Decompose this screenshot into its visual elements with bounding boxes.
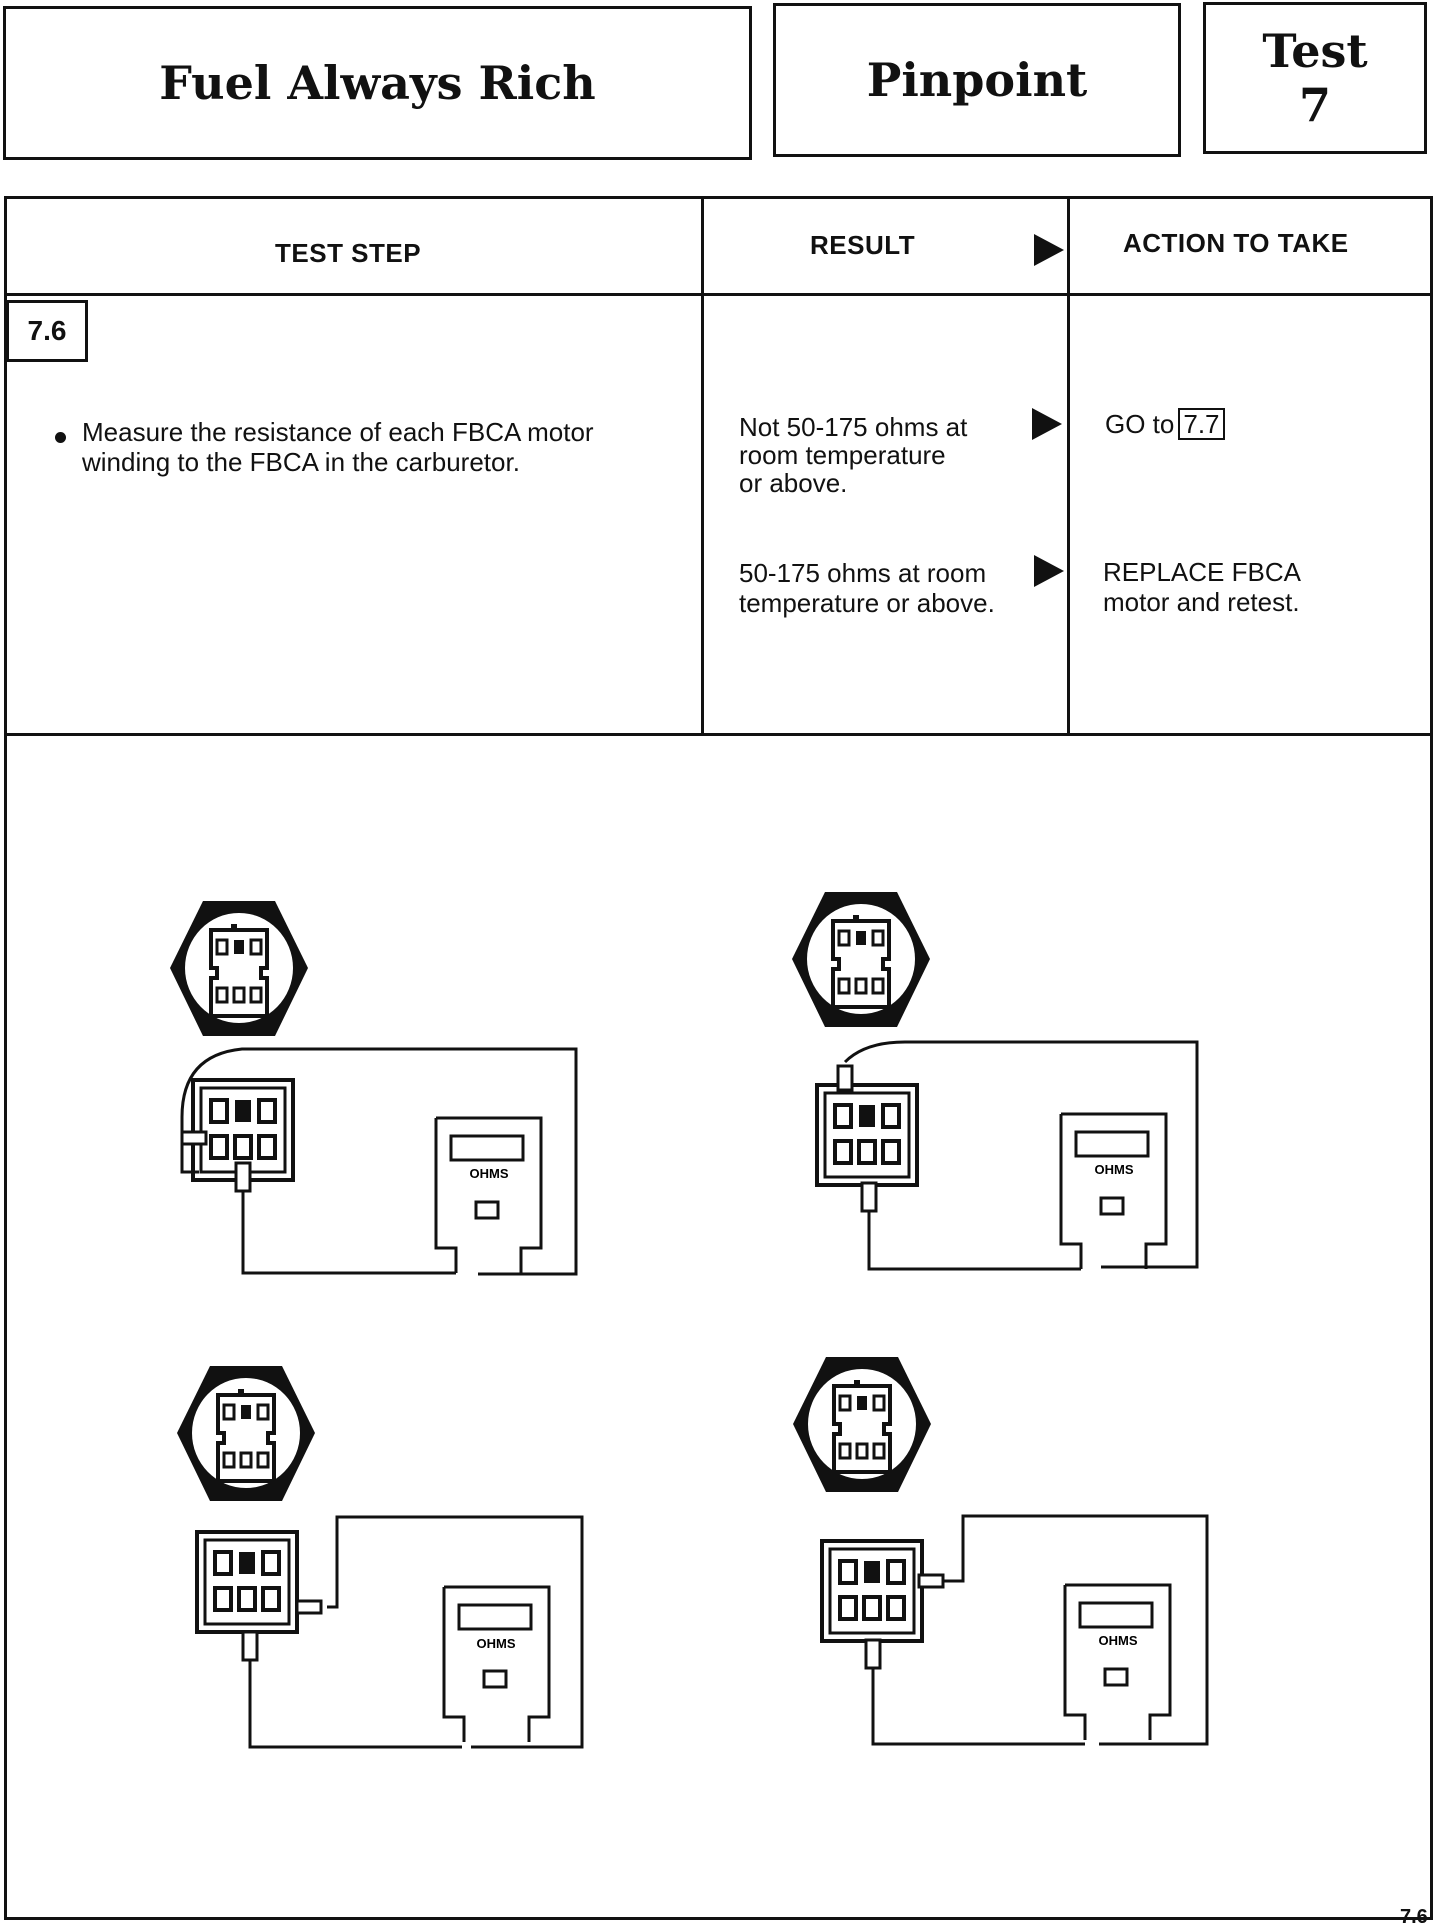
action-goto-label: GO to bbox=[1105, 409, 1175, 439]
result-column-divider bbox=[701, 196, 704, 736]
section-label: Pinpoint bbox=[773, 3, 1181, 157]
arrow-icon bbox=[1034, 234, 1064, 266]
page-number: 7.6 bbox=[1400, 1906, 1428, 1928]
bullet-icon bbox=[55, 432, 66, 443]
column-header-action: ACTION TO TAKE bbox=[1123, 228, 1349, 258]
action-2: REPLACE FBCA motor and retest. bbox=[1103, 557, 1301, 617]
arrow-icon bbox=[1032, 408, 1062, 440]
column-header-result: RESULT bbox=[810, 230, 916, 260]
instruction-line: Measure the resistance of each FBCA moto… bbox=[82, 417, 594, 447]
action-line: motor and retest. bbox=[1103, 587, 1300, 617]
result-line: Not 50-175 ohms at bbox=[739, 412, 968, 442]
instruction-line: winding to the FBCA in the carburetor. bbox=[82, 447, 520, 477]
header-row-divider bbox=[4, 293, 1433, 296]
column-header-test-step: TEST STEP bbox=[275, 238, 422, 268]
test-label: Test bbox=[1262, 24, 1368, 78]
result-line: room temperature bbox=[739, 440, 946, 470]
arrow-icon bbox=[1034, 555, 1064, 587]
result-2: 50-175 ohms at room temperature or above… bbox=[739, 558, 995, 618]
result-line: 50-175 ohms at room bbox=[739, 558, 987, 588]
step-ref-7-7[interactable]: 7.7 bbox=[1178, 408, 1225, 440]
result-line: temperature or above. bbox=[739, 588, 995, 618]
step-number: 7.6 bbox=[6, 300, 88, 362]
result-1: Not 50-175 ohms at room temperature or a… bbox=[739, 412, 967, 498]
page-title: Fuel Always Rich bbox=[3, 6, 752, 160]
action-column-divider bbox=[1067, 196, 1070, 736]
test-number: 7 bbox=[1298, 78, 1331, 132]
step-instruction: Measure the resistance of each FBCA moto… bbox=[82, 417, 594, 477]
test-number-box: Test 7 bbox=[1203, 2, 1427, 154]
result-line: or above. bbox=[739, 468, 848, 498]
step-row-divider bbox=[4, 733, 1433, 736]
action-line: REPLACE FBCA bbox=[1103, 557, 1301, 587]
